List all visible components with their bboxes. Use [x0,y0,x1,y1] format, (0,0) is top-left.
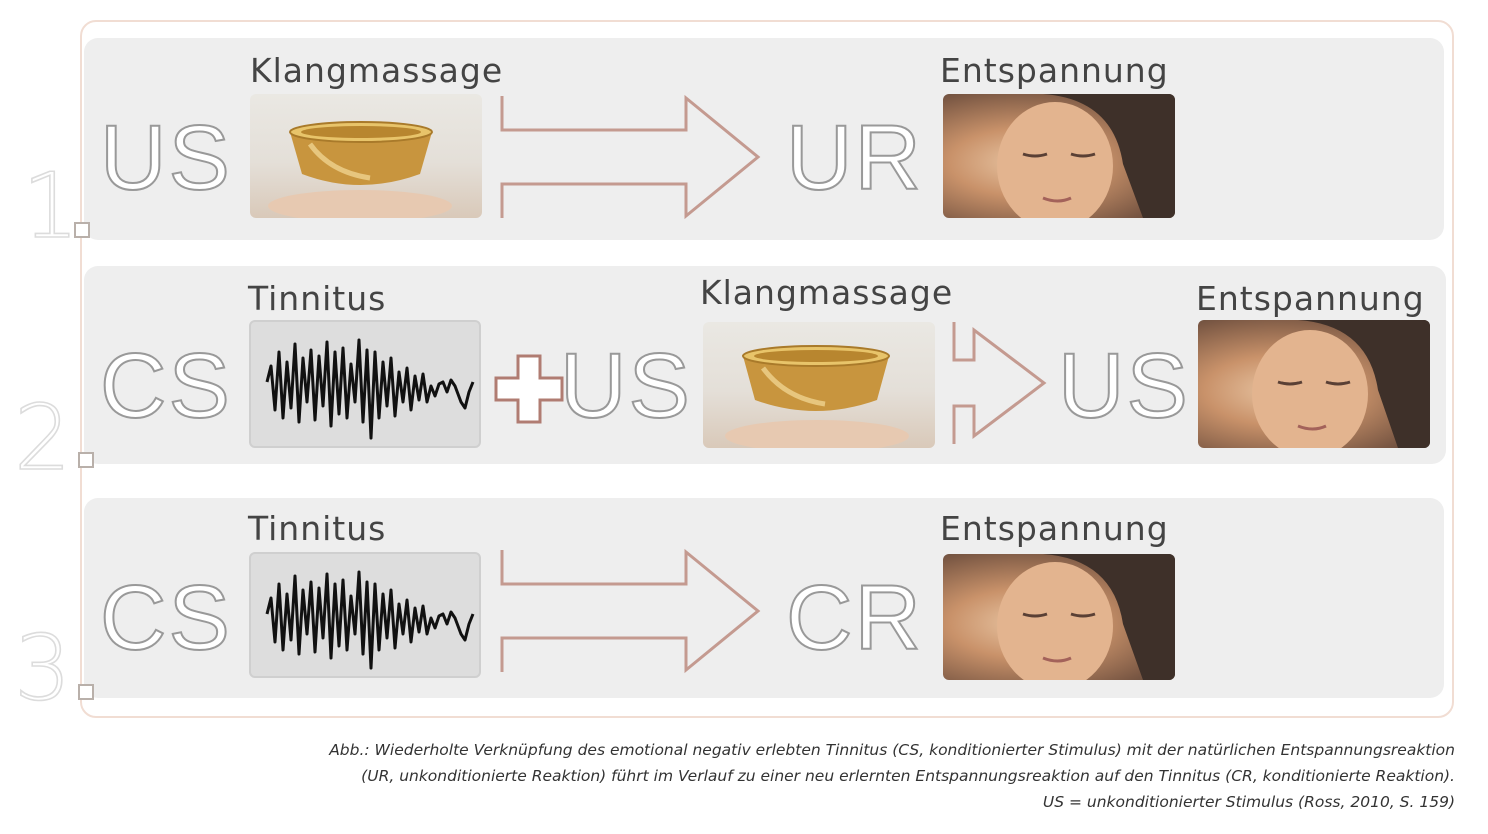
row3-response: CR [785,567,923,669]
caption-line-2: (UR, unkonditionierte Reaktion) führt im… [361,767,1455,785]
tinnitus-wave-panel-2 [249,552,481,678]
row-marker-1 [74,222,90,238]
row2-stimulus-label: Tinnitus [248,279,387,318]
bowl-icon [725,345,909,448]
row1-stimulus-label: Klangmassage [250,51,504,90]
row1-response-label: Entspannung [940,51,1169,90]
row1-response: UR [785,107,923,209]
relaxed-face-photo-3 [943,554,1175,680]
row-marker-3 [78,684,94,700]
row-number-3: 3 [13,616,72,721]
diagram-frame [80,20,1454,718]
figure-caption: Abb.: Wiederholte Verknüpfung des emotio… [155,737,1455,815]
tinnitus-wave-icon [265,338,475,440]
singing-bowl-photo-2 [703,322,935,448]
plus-icon [494,354,564,424]
small-outline-arrow-icon [952,322,1047,444]
row3-stimulus-label: Tinnitus [248,509,387,548]
relaxed-face-photo [943,94,1175,218]
row2-response: US [1057,335,1190,437]
row2-second-label: Klangmassage [700,273,954,312]
row3-stimulus: CS [99,567,232,669]
tinnitus-wave-icon [265,570,475,670]
outline-arrow-icon-3 [500,548,761,674]
bowl-icon [268,121,452,218]
row-number-1: 1 [21,154,80,259]
caption-line-3: US = unkonditionierter Stimulus (Ross, 2… [1042,793,1455,811]
face-icon [1252,320,1430,448]
row2-stimulus: CS [99,335,232,437]
outline-arrow-icon [500,94,761,220]
singing-bowl-photo [250,94,482,218]
row-number-2: 2 [13,386,72,491]
row1-stimulus: US [99,107,232,209]
row-marker-2 [78,452,94,468]
tinnitus-wave-panel [249,320,481,448]
row3-response-label: Entspannung [940,509,1169,548]
row2-second-stimulus: US [559,335,692,437]
caption-line-1: Abb.: Wiederholte Verknüpfung des emotio… [329,741,1455,759]
face-icon [997,554,1175,680]
relaxed-face-photo-2 [1198,320,1430,448]
row2-response-label: Entspannung [1196,279,1425,318]
face-icon [997,94,1175,218]
